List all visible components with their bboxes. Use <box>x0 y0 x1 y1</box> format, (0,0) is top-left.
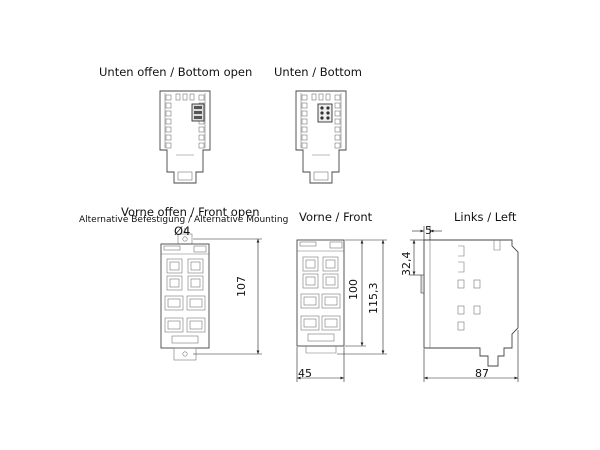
front-total-height-dim: 115,3 <box>367 282 380 315</box>
front-view <box>296 239 387 382</box>
front-open-subtitle: Alternative Befestigung / Alternative Mo… <box>79 215 289 225</box>
bottom-open-title: Unten offen / Bottom open <box>99 65 253 79</box>
mounting-tab-bottom <box>173 347 197 361</box>
bottom-terminal-block <box>317 103 333 123</box>
front-rj45-ports <box>300 293 341 331</box>
bottom-vent-slots <box>301 93 341 149</box>
front-open-rj45-ports <box>164 295 206 333</box>
front-sfp-ports <box>302 256 339 289</box>
bottom-title: Unten / Bottom <box>274 65 362 79</box>
front-title: Vorne / Front <box>299 210 373 224</box>
left-depth-dim: 87 <box>475 367 489 380</box>
front-width-dim: 45 <box>298 367 312 380</box>
bottom-open-terminal-block <box>191 103 205 122</box>
front-open-sfp-ports <box>166 258 204 291</box>
hole-diameter-dim: Ø4 <box>174 224 191 238</box>
left-top-dim: 5 <box>425 224 432 237</box>
front-open-title: Vorne offen / Front open <box>121 205 260 219</box>
front-height-dim: 100 <box>347 279 360 300</box>
left-offset-dim: 32,4 <box>400 251 413 277</box>
left-view <box>410 226 519 382</box>
bottom-open-vent-slots <box>165 93 205 149</box>
bottom-view <box>295 90 347 184</box>
left-title: Links / Left <box>454 210 517 224</box>
front-open-height-dim: 107 <box>235 276 248 297</box>
bottom-open-view <box>159 90 211 184</box>
left-slots <box>457 240 501 331</box>
front-open-view <box>160 228 262 361</box>
